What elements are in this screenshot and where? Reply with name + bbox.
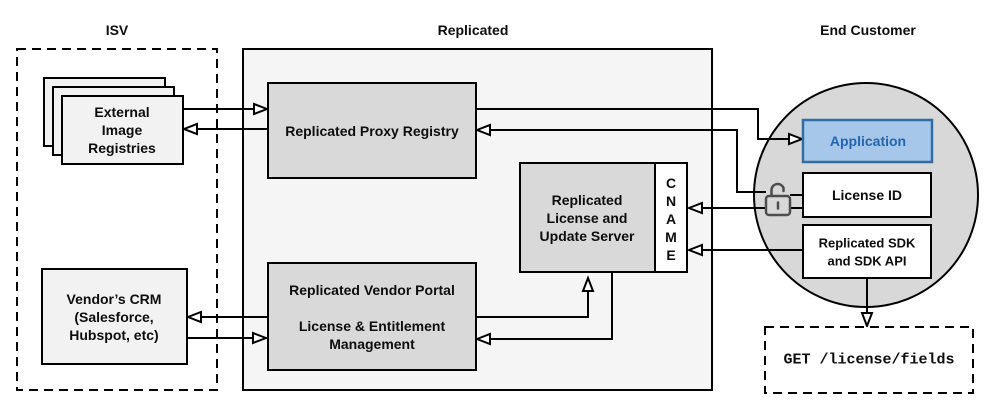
api-request-label: GET /license/fields <box>783 352 954 369</box>
cname-letter-e: E <box>666 247 675 263</box>
arrowhead-into-portal-left <box>252 331 269 345</box>
license-update-server-box: Replicated License and Update Server C N… <box>519 162 688 273</box>
arrowhead-into-registries <box>181 122 198 136</box>
arrowhead-into-server <box>581 275 595 292</box>
crm-label-line2: (Salesforce, <box>74 309 153 325</box>
api-request-rect <box>764 326 974 394</box>
arrow-portal-to-server-line <box>476 290 589 318</box>
arrowhead-into-cname-bottom <box>686 243 703 257</box>
api-request-box: GET /license/fields <box>764 326 974 394</box>
proxy-registry-rect <box>267 82 477 179</box>
vendor-portal-label-line2: License & Entitlement <box>299 318 446 334</box>
cname-letter-n: N <box>666 193 676 209</box>
cname-letter-m: M <box>665 229 677 245</box>
cname-strip <box>654 162 688 273</box>
sdk-label-line1: Replicated SDK <box>819 236 916 251</box>
arrowhead-into-cname-top <box>686 201 703 215</box>
vendor-crm-rect <box>41 268 188 365</box>
application-label: Application <box>830 133 906 149</box>
license-id-label: License ID <box>832 187 902 203</box>
registry-box-front <box>61 95 184 165</box>
crm-label-line3: Hubspot, etc) <box>69 327 158 343</box>
arrowhead-into-proxy-left <box>253 102 270 116</box>
arrowhead-into-api-box <box>860 312 874 329</box>
application-rect <box>801 118 934 164</box>
license-server-rect <box>519 162 656 273</box>
vendor-portal-box: Replicated Vendor Portal License & Entit… <box>267 262 477 371</box>
arrow-server-to-portal-line <box>489 272 613 340</box>
arrowhead-into-application <box>788 132 805 146</box>
proxy-registry-box: Replicated Proxy Registry <box>267 82 477 179</box>
sdk-rect <box>802 224 932 279</box>
registries-label-line1: External <box>94 104 149 120</box>
registries-label-line3: Registries <box>88 140 156 156</box>
proxy-registry-label: Replicated Proxy Registry <box>285 123 459 139</box>
unlocked-padlock-icon <box>764 182 792 217</box>
padlock-shackle <box>770 182 785 198</box>
cname-letter-c: C <box>666 175 676 191</box>
application-box: Application <box>801 118 934 164</box>
arrow-license-to-proxy-line <box>489 129 766 193</box>
license-server-label-line1: Replicated <box>552 192 623 208</box>
crm-label-line1: Vendor’s CRM <box>67 291 162 307</box>
license-server-label-line3: Update Server <box>540 228 635 244</box>
isv-title: ISV <box>106 22 129 38</box>
license-id-rect <box>802 172 932 218</box>
cname-letter-a: A <box>666 211 676 227</box>
vendor-crm-box: Vendor’s CRM (Salesforce, Hubspot, etc) <box>41 268 188 365</box>
license-server-label-line2: License and <box>547 210 628 226</box>
license-id-box: License ID <box>802 172 932 218</box>
arrowheads <box>181 102 874 346</box>
arrow-proxy-to-application-line <box>476 108 790 140</box>
arrowhead-into-proxy-right <box>474 123 491 137</box>
vendor-portal-rect <box>267 262 477 371</box>
end-customer-title: End Customer <box>820 22 916 38</box>
replicated-sdk-box: Replicated SDK and SDK API <box>802 224 932 279</box>
arrowhead-into-crm <box>185 310 202 324</box>
sdk-label-line2: and SDK API <box>828 254 907 269</box>
vendor-portal-label-line3: Management <box>329 336 415 352</box>
external-image-registries-stack: External Image Registries <box>43 77 184 165</box>
vendor-portal-label-line1: Replicated Vendor Portal <box>289 282 455 298</box>
registries-label-line2: Image <box>102 122 143 138</box>
arrowhead-into-portal-right <box>474 332 491 346</box>
replicated-title: Replicated <box>438 22 509 38</box>
